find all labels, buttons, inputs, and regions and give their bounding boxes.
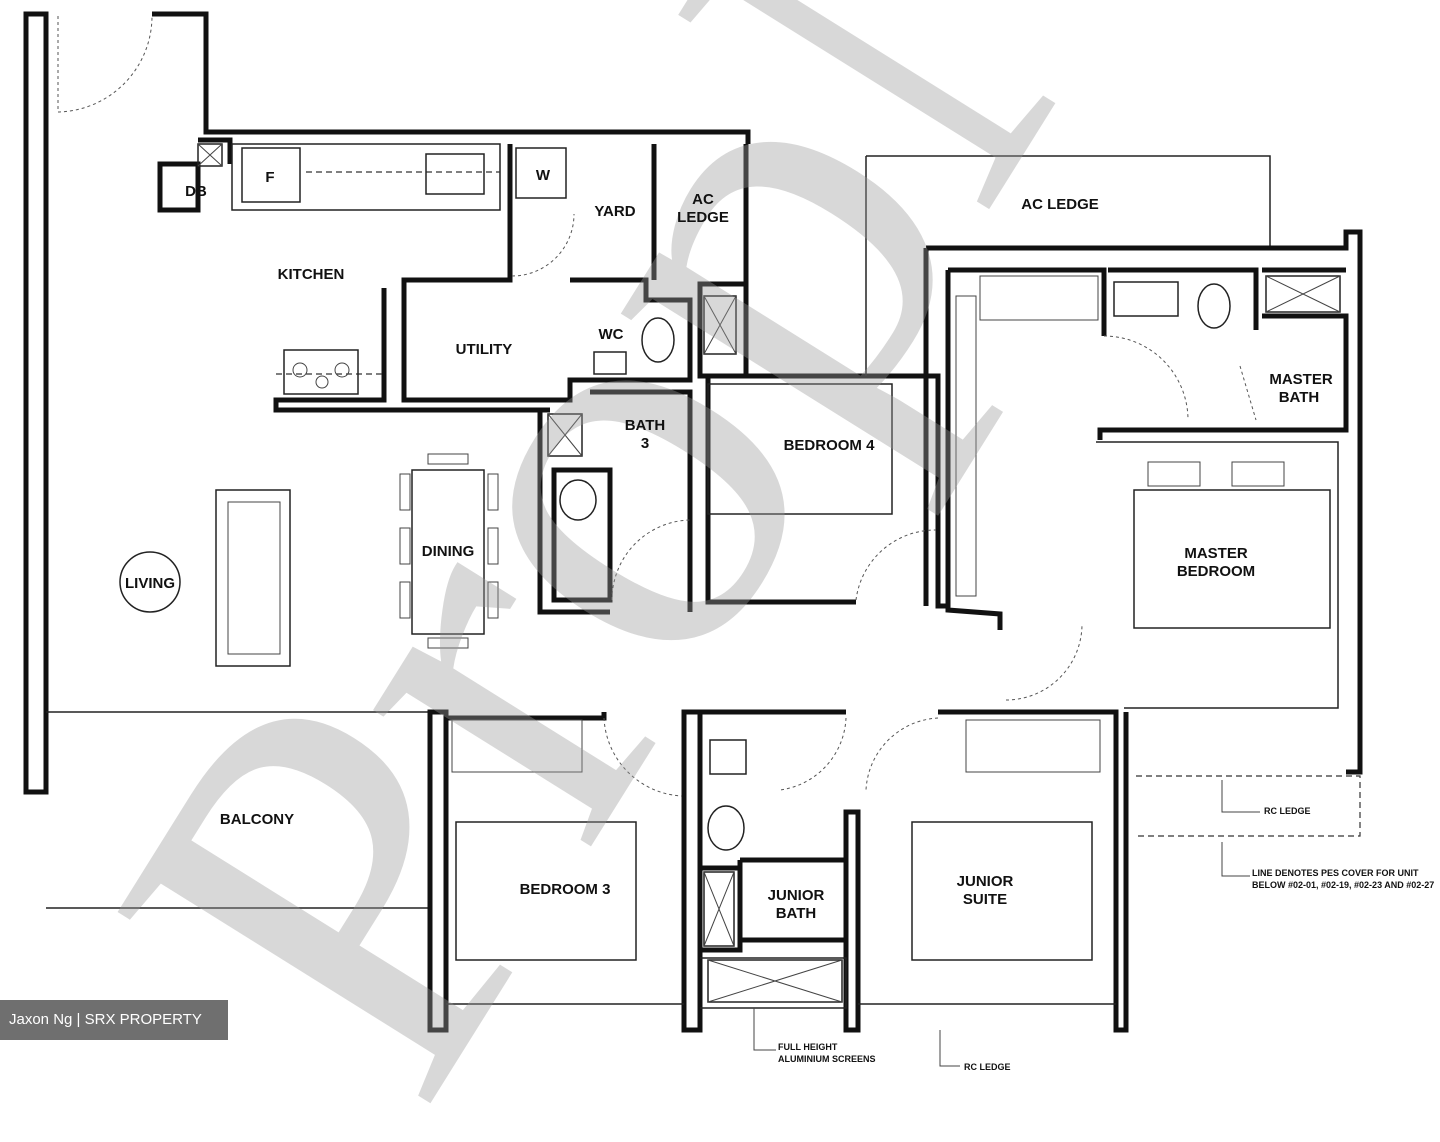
label-master-bath-1: MASTER: [1269, 371, 1333, 388]
label-fridge: F: [265, 169, 274, 186]
label-washer: W: [536, 167, 551, 184]
label-living: LIVING: [125, 575, 175, 592]
label-master-bedroom-2: BEDROOM: [1177, 563, 1255, 580]
agent-credit-badge: Jaxon Ng | SRX PROPERTY: [0, 1000, 228, 1040]
label-master-bath-2: BATH: [1279, 389, 1320, 406]
note-rc-ledge-right: RC LEDGE: [1264, 806, 1311, 816]
label-bedroom4: BEDROOM 4: [784, 437, 876, 454]
label-db: DB: [185, 183, 207, 200]
note-screens-1: FULL HEIGHT: [778, 1042, 838, 1052]
walls: [23, 11, 1363, 1033]
label-ac-ledge-1: AC: [692, 191, 714, 208]
label-junior-suite-2: SUITE: [963, 891, 1007, 908]
label-bath3-2: 3: [641, 435, 649, 452]
label-dining: DINING: [422, 543, 475, 560]
note-pes-line-1: LINE DENOTES PES COVER FOR UNIT: [1252, 868, 1419, 878]
ledge-lines: [276, 171, 1361, 1067]
label-ac-ledge-top: AC LEDGE: [1021, 196, 1099, 213]
label-junior-suite-1: JUNIOR: [957, 873, 1014, 890]
note-pes-line-2: BELOW #02-01, #02-19, #02-23 AND #02-27: [1252, 880, 1434, 890]
label-ac-ledge-2: LEDGE: [677, 209, 729, 226]
label-wc: WC: [599, 326, 624, 343]
label-balcony: BALCONY: [220, 811, 294, 828]
note-rc-ledge-bottom: RC LEDGE: [964, 1062, 1011, 1072]
label-yard: YARD: [594, 203, 635, 220]
label-bedroom3: BEDROOM 3: [520, 881, 611, 898]
annotations: RC LEDGE LINE DENOTES PES COVER FOR UNIT…: [778, 806, 1434, 1072]
note-screens-2: ALUMINIUM SCREENS: [778, 1054, 876, 1064]
label-kitchen: KITCHEN: [278, 266, 345, 283]
label-junior-bath-2: BATH: [776, 905, 817, 922]
door-swings: [57, 15, 1257, 797]
label-bath3-1: BATH: [625, 417, 666, 434]
furniture: [119, 143, 1341, 1003]
label-master-bedroom-1: MASTER: [1184, 545, 1248, 562]
label-utility: UTILITY: [456, 341, 513, 358]
label-junior-bath-1: JUNIOR: [768, 887, 825, 904]
room-labels: DB F W YARD AC LEDGE AC LEDGE KITCHEN UT…: [125, 167, 1333, 922]
